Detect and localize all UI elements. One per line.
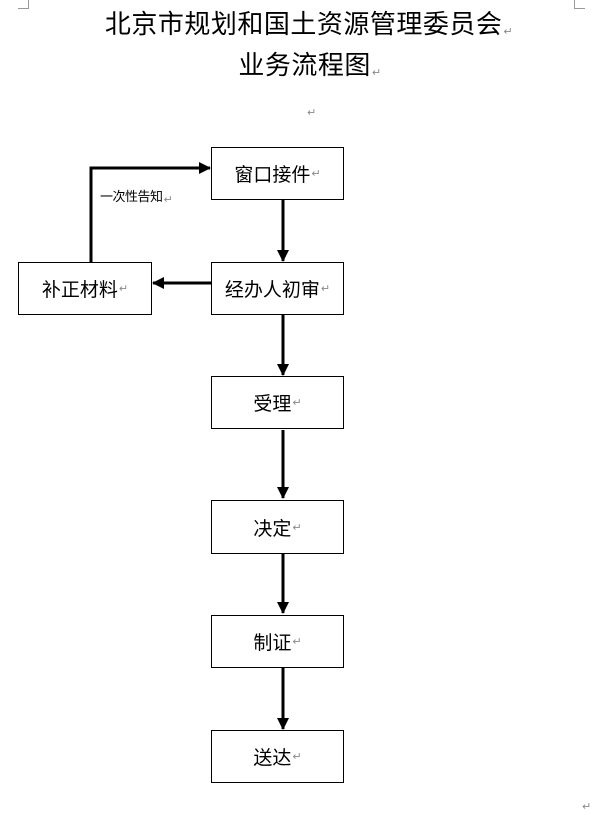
paragraph-mark: ↵ bbox=[371, 66, 382, 79]
paragraph-mark: ↵ bbox=[118, 282, 129, 295]
node-certificate: 制证↵ bbox=[211, 615, 344, 668]
page-corner-top-left bbox=[18, 0, 29, 9]
paragraph-mark: ↵ bbox=[292, 635, 302, 648]
paragraph-mark: ↵ bbox=[311, 167, 321, 180]
paragraph-mark: ↵ bbox=[163, 193, 173, 206]
paragraph-mark: ↵ bbox=[292, 396, 302, 409]
arrow-supplement-to-intake bbox=[89, 162, 211, 262]
node-initial-review: 经办人初审↵ bbox=[211, 262, 344, 315]
node-label: 制证 bbox=[253, 632, 292, 654]
node-label: 决定 bbox=[253, 517, 292, 540]
paragraph-mark: ↵ bbox=[582, 800, 592, 813]
node-delivery: 送达↵ bbox=[211, 730, 344, 783]
paragraph-mark: ↵ bbox=[292, 750, 302, 763]
node-decision: 决定↵ bbox=[211, 500, 344, 554]
paragraph-mark: ↵ bbox=[307, 106, 317, 119]
page-corner-top-right bbox=[574, 0, 585, 9]
node-label: 受理 bbox=[253, 393, 292, 415]
node-window-intake: 窗口接件↵ bbox=[211, 147, 344, 200]
node-supplement-materials: 补正材料↵ bbox=[18, 262, 152, 315]
node-label: 补正材料 bbox=[41, 279, 118, 301]
edge-label-one-time-notice: 一次性告知↵ bbox=[100, 190, 173, 206]
node-label: 窗口接件 bbox=[234, 164, 311, 186]
paragraph-mark: ↵ bbox=[292, 520, 302, 534]
paragraph-mark: ↵ bbox=[503, 25, 514, 38]
diagram-title-line2: 业务流程图↵ bbox=[238, 51, 382, 81]
node-label: 送达 bbox=[253, 747, 292, 769]
paragraph-mark: ↵ bbox=[320, 282, 331, 295]
diagram-title-line1: 北京市规划和国土资源管理委员会↵ bbox=[104, 10, 514, 40]
node-label: 经办人初审 bbox=[224, 279, 320, 301]
node-acceptance: 受理↵ bbox=[211, 376, 344, 429]
